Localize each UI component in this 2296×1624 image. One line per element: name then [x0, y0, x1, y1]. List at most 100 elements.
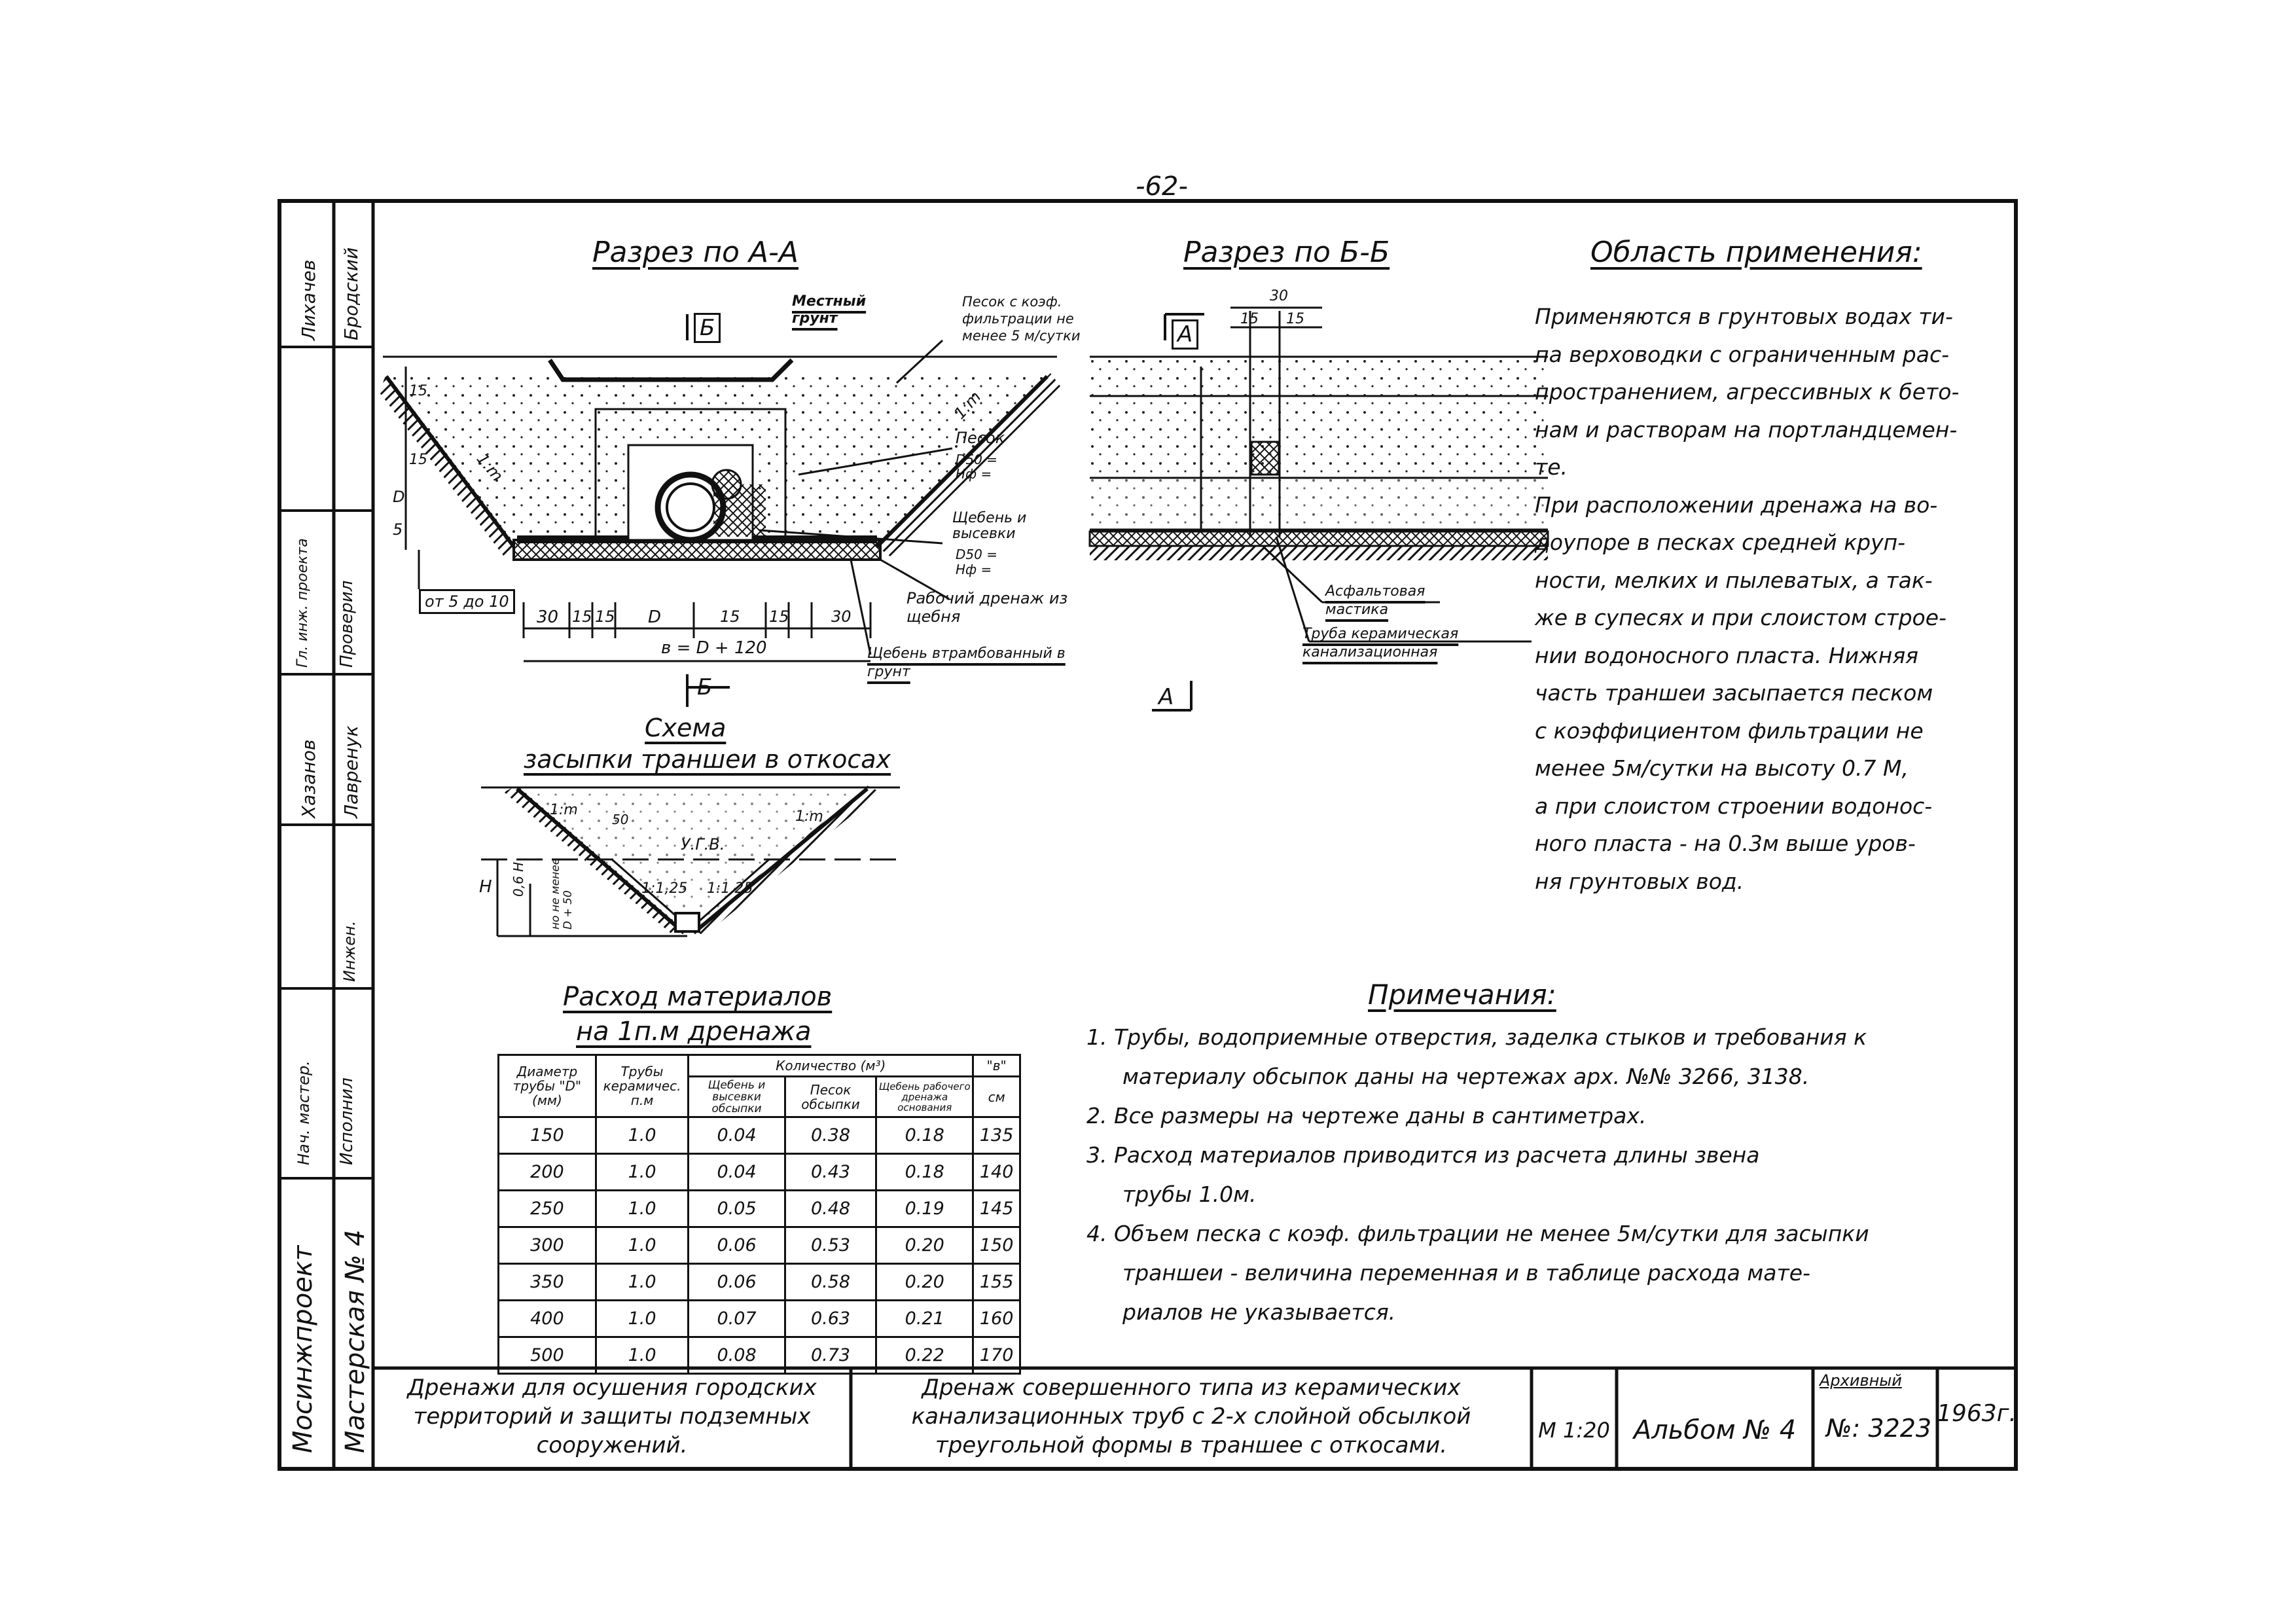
- vdim-5: 5: [393, 520, 403, 539]
- note-line: трубы 1.0м.: [1122, 1182, 1257, 1207]
- note-line: материалу обсыпок даны на чертежах арх. …: [1122, 1064, 1810, 1089]
- title-year: 1963г.: [1937, 1400, 2017, 1427]
- cell: 1.0: [594, 1226, 690, 1265]
- scheme-title-1: Схема: [645, 713, 726, 742]
- label-h: H: [479, 877, 492, 897]
- sheet-line: Дренаж совершенного типа из керамических: [922, 1375, 1461, 1401]
- label-from5to10: от 5 до 10: [419, 589, 515, 614]
- strip-role-0: Нач. мастер.: [295, 1060, 313, 1165]
- sheet-line: канализационных труб с 2-х слойной обсыл…: [911, 1403, 1471, 1430]
- label-not-less: но не менее D + 50: [549, 857, 575, 929]
- cell: 350: [497, 1263, 597, 1301]
- label-sand-coef: Песок с коэф. фильтрации не менее 5 м/су…: [962, 294, 1081, 344]
- title-series: Дренажи для осушения городских территори…: [380, 1373, 844, 1460]
- application-line: те.: [1535, 454, 1568, 480]
- application-line: ного пласта - на 0.3м выше уров-: [1535, 831, 1916, 856]
- label-sand: Песок: [956, 429, 1005, 447]
- cell: 1.0: [594, 1299, 690, 1338]
- notes-title: Примечания:: [1368, 979, 1556, 1011]
- strip-name-3: Лавренук: [340, 725, 362, 818]
- th-gravel-screen: Щебень и высевки обсыпки: [687, 1075, 786, 1118]
- cell: 0.18: [875, 1153, 975, 1191]
- cell: 150: [972, 1226, 1021, 1265]
- strip-role-1: Гл. инж. проекта: [295, 538, 311, 668]
- label-fifty: 50: [612, 812, 629, 827]
- vdim-d: D: [393, 488, 405, 506]
- sheet-frame: [278, 199, 2018, 1471]
- note-line: 2. Все размеры на чертеже даны в сантиме…: [1086, 1103, 1647, 1128]
- application-line: нии водоносного пласта. Нижняя: [1535, 642, 1919, 668]
- application-line: ня грунтовых вод.: [1535, 868, 1744, 894]
- title-scale: М 1:20: [1538, 1418, 1610, 1443]
- title-archive-label: Архивный: [1820, 1371, 1902, 1390]
- application-line: па верховодки с ограниченным рас-: [1535, 341, 1949, 367]
- scheme-title-2: засыпки траншеи в откосах: [524, 745, 891, 774]
- label-h06: 0,6 H: [511, 861, 526, 897]
- cell: 200: [497, 1153, 597, 1191]
- dim-bb-30: 30: [1270, 288, 1288, 304]
- cell: 0.19: [875, 1189, 975, 1228]
- cell: 155: [972, 1263, 1021, 1301]
- page-number: -62-: [1136, 171, 1188, 202]
- label-slope-125a: 1:1,25: [641, 880, 688, 897]
- section-aa-title: Разрез по А-А: [592, 236, 799, 269]
- dim-aa-0: 30: [537, 607, 559, 627]
- section-bb-drawing: [1088, 306, 1549, 712]
- label-ugv: У.Г.В.: [681, 835, 725, 854]
- label-width-formula: в = D + 120: [661, 638, 767, 658]
- cell: 0.20: [875, 1226, 975, 1265]
- marker-a-bottom: А: [1158, 684, 1174, 710]
- series-line: Дренажи для осушения городских: [407, 1375, 817, 1401]
- table-header-row: Диаметр трубы "D" (мм) Трубы керамичес. …: [497, 1054, 1021, 1118]
- series-line: территорий и защиты подземных: [413, 1403, 811, 1430]
- th-cm: см: [972, 1075, 1021, 1118]
- application-line: менее 5м/сутки на высоту 0.7 М,: [1535, 755, 1909, 781]
- dim-aa-4: 15: [720, 607, 740, 626]
- strip-name-1: Бродский: [340, 247, 362, 340]
- vdim-15a: 15: [409, 452, 427, 468]
- application-text: Применяются в грунтовых водах ти- па вер…: [1535, 298, 2006, 900]
- section-aa-drawing: [380, 314, 1060, 707]
- cell: 0.38: [783, 1116, 878, 1155]
- dim-aa-2: 15: [595, 607, 615, 626]
- cell: 0.73: [783, 1336, 878, 1375]
- note-line: риалов не указывается.: [1122, 1299, 1396, 1325]
- application-line: часть траншеи засыпается песком: [1535, 680, 1933, 706]
- strip-workshop: Мастерская № 4: [340, 1229, 370, 1453]
- application-line: с коэффициентом фильтрации не: [1535, 717, 1924, 744]
- th-gravel-drain: Щебень рабочего дренажа основания: [875, 1075, 975, 1118]
- cell: 0.20: [875, 1263, 975, 1301]
- label-nf: Hф =: [956, 466, 992, 482]
- cell: 500: [497, 1336, 597, 1375]
- label-scheme-slope-r: 1:m: [795, 808, 823, 825]
- label-work-drain: Рабочий дренаж из щебня: [906, 589, 1068, 626]
- cell: 0.48: [783, 1189, 878, 1228]
- label-pipe-ceramic: Труба керамическая канализационная: [1302, 626, 1459, 660]
- label-d50: D50 =: [956, 452, 997, 467]
- application-line: нам и растворам на портландцемен-: [1535, 416, 1958, 442]
- cell: 0.07: [687, 1299, 786, 1338]
- application-line: пространением, агрессивных к бето-: [1535, 379, 1960, 405]
- application-line: доупоре в песках средней круп-: [1535, 530, 1906, 555]
- cell: 400: [497, 1299, 597, 1338]
- cell: 250: [497, 1189, 597, 1228]
- cell: 0.58: [783, 1263, 878, 1301]
- application-line: же в супесях и при слоистом строе-: [1535, 605, 1946, 630]
- strip-org: Мосинжпроект: [288, 1245, 318, 1453]
- th-pipes: Трубы керамичес. п.м: [594, 1054, 690, 1118]
- th-diameter: Диаметр трубы "D" (мм): [497, 1054, 597, 1118]
- cell: 0.05: [687, 1189, 786, 1228]
- label-slope-125b: 1:1,25: [707, 880, 753, 897]
- cell: 0.22: [875, 1336, 975, 1375]
- strip-role-3: Исполнил: [337, 1077, 357, 1165]
- cell: 1.0: [594, 1336, 690, 1375]
- cell: 0.04: [687, 1116, 786, 1155]
- label-nf-2: Hф =: [956, 562, 992, 577]
- th-b: "в": [972, 1054, 1021, 1077]
- application-line: ности, мелких и пылеватых, а так-: [1535, 567, 1933, 593]
- cell: 160: [972, 1299, 1021, 1338]
- table-header-row: Щебень и высевки обсыпки Песок обсыпки Щ…: [499, 1075, 1021, 1118]
- application-line: Применяются в грунтовых водах ти-: [1535, 304, 1953, 329]
